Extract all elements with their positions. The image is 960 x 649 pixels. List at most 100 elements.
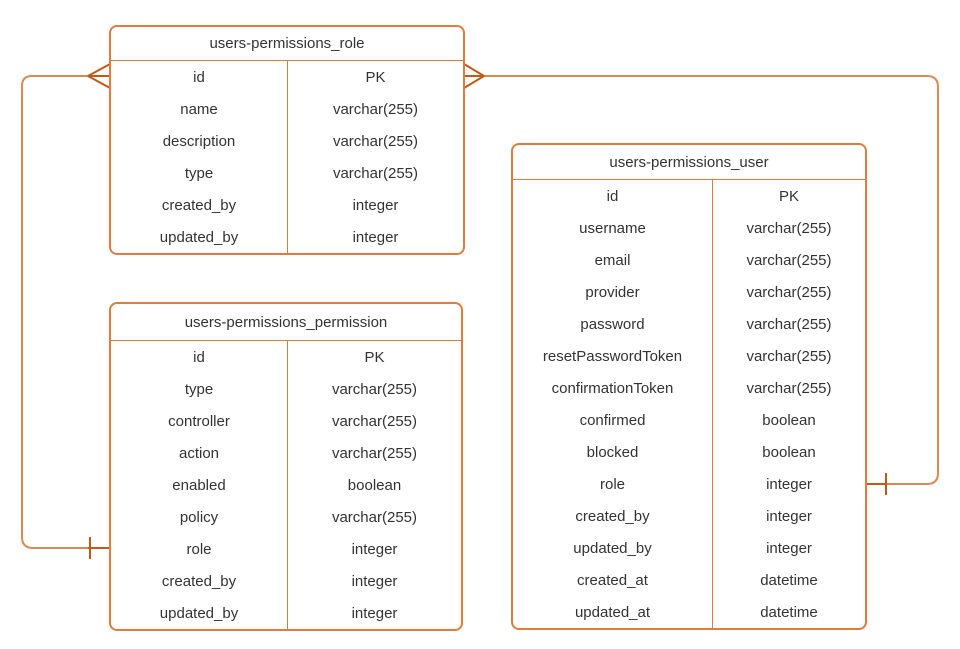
table-row: password varchar(255): [513, 308, 865, 340]
table-row: confirmationToken varchar(255): [513, 372, 865, 404]
table-row: id PK: [111, 61, 463, 93]
one-tick-icon: [88, 537, 109, 559]
field-name: updated_by: [111, 221, 288, 253]
field-type: PK: [364, 348, 385, 366]
table-row: created_at datetime: [513, 564, 865, 596]
table-row: role integer: [513, 468, 865, 500]
field-type: varchar(255): [746, 251, 832, 269]
field-type: datetime: [760, 571, 818, 589]
table-title: users-permissions_permission: [111, 304, 461, 341]
field-type: integer: [352, 196, 399, 214]
field-name: policy: [111, 501, 288, 533]
field-name: type: [111, 373, 288, 405]
field-type: integer: [766, 507, 812, 525]
field-type: varchar(255): [331, 508, 418, 526]
field-name: id: [111, 341, 288, 373]
table-body: id PK type varchar(255) controller varchar(25…: [111, 341, 461, 629]
field-type: varchar(255): [746, 283, 832, 301]
field-type: PK: [778, 187, 799, 205]
field-name: id: [513, 180, 713, 212]
table-row: controller varchar(255): [111, 405, 461, 437]
field-name: id: [111, 61, 288, 93]
field-name: password: [513, 308, 713, 340]
field-type: varchar(255): [746, 379, 832, 397]
table-row: role integer: [111, 533, 461, 565]
field-name: description: [111, 125, 288, 157]
field-type: varchar(255): [746, 315, 832, 333]
field-type: integer: [351, 604, 398, 622]
field-name: name: [111, 93, 288, 125]
field-name: email: [513, 244, 713, 276]
field-type: boolean: [762, 411, 816, 429]
table-row: updated_by integer: [111, 221, 463, 253]
field-name: action: [111, 437, 288, 469]
table-row: action varchar(255): [111, 437, 461, 469]
relationship-role-permission-line: [21, 75, 88, 549]
table-users-permissions-role[interactable]: users-permissions_role id PK name varchar(2…: [109, 25, 465, 255]
field-type: varchar(255): [332, 100, 419, 118]
table-body: id PK name varchar(255) description varchar(2…: [111, 61, 463, 253]
table-row: confirmed boolean: [513, 404, 865, 436]
table-row: id PK: [513, 180, 865, 212]
field-type: datetime: [760, 603, 818, 621]
field-name: created_by: [513, 500, 713, 532]
table-row: provider varchar(255): [513, 276, 865, 308]
one-tick-icon: [867, 473, 887, 495]
field-type: varchar(255): [332, 132, 419, 150]
field-name: updated_by: [513, 532, 713, 564]
table-title: users-permissions_user: [513, 145, 865, 180]
field-name: updated_by: [111, 597, 288, 629]
field-name: created_at: [513, 564, 713, 596]
table-row: updated_by integer: [111, 597, 461, 629]
field-name: controller: [111, 405, 288, 437]
field-type: integer: [766, 539, 812, 557]
field-type: integer: [352, 228, 399, 246]
field-name: enabled: [111, 469, 288, 501]
field-name: confirmed: [513, 404, 713, 436]
table-row: resetPasswordToken varchar(255): [513, 340, 865, 372]
table-row: id PK: [111, 341, 461, 373]
field-type: varchar(255): [746, 219, 832, 237]
table-row: description varchar(255): [111, 125, 463, 157]
field-type: varchar(255): [331, 380, 418, 398]
table-row: created_by integer: [111, 565, 461, 597]
field-type: varchar(255): [331, 444, 418, 462]
field-type: integer: [351, 540, 398, 558]
table-title: users-permissions_role: [111, 27, 463, 61]
field-type: PK: [365, 68, 386, 86]
field-type: integer: [351, 572, 398, 590]
field-name: resetPasswordToken: [513, 340, 713, 372]
table-row: email varchar(255): [513, 244, 865, 276]
field-type: boolean: [347, 476, 402, 494]
table-row: type varchar(255): [111, 373, 461, 405]
table-row: name varchar(255): [111, 93, 463, 125]
field-name: type: [111, 157, 288, 189]
table-row: created_by integer: [513, 500, 865, 532]
crow-foot-many-icon: [87, 63, 111, 89]
field-name: created_by: [111, 189, 288, 221]
field-type: varchar(255): [331, 412, 418, 430]
field-name: role: [111, 533, 288, 565]
field-name: updated_at: [513, 596, 713, 628]
field-name: confirmationToken: [513, 372, 713, 404]
field-type: boolean: [762, 443, 816, 461]
table-row: created_by integer: [111, 189, 463, 221]
field-type: varchar(255): [332, 164, 419, 182]
table-row: updated_by integer: [513, 532, 865, 564]
field-type: integer: [766, 475, 812, 493]
table-users-permissions-permission[interactable]: users-permissions_permission id PK type var…: [109, 302, 463, 631]
field-type: varchar(255): [746, 347, 832, 365]
field-name: created_by: [111, 565, 288, 597]
field-name: provider: [513, 276, 713, 308]
field-name: blocked: [513, 436, 713, 468]
table-row: updated_at datetime: [513, 596, 865, 628]
table-row: enabled boolean: [111, 469, 461, 501]
crow-foot-many-icon: [463, 63, 485, 89]
field-name: role: [513, 468, 713, 500]
table-row: type varchar(255): [111, 157, 463, 189]
table-row: blocked boolean: [513, 436, 865, 468]
